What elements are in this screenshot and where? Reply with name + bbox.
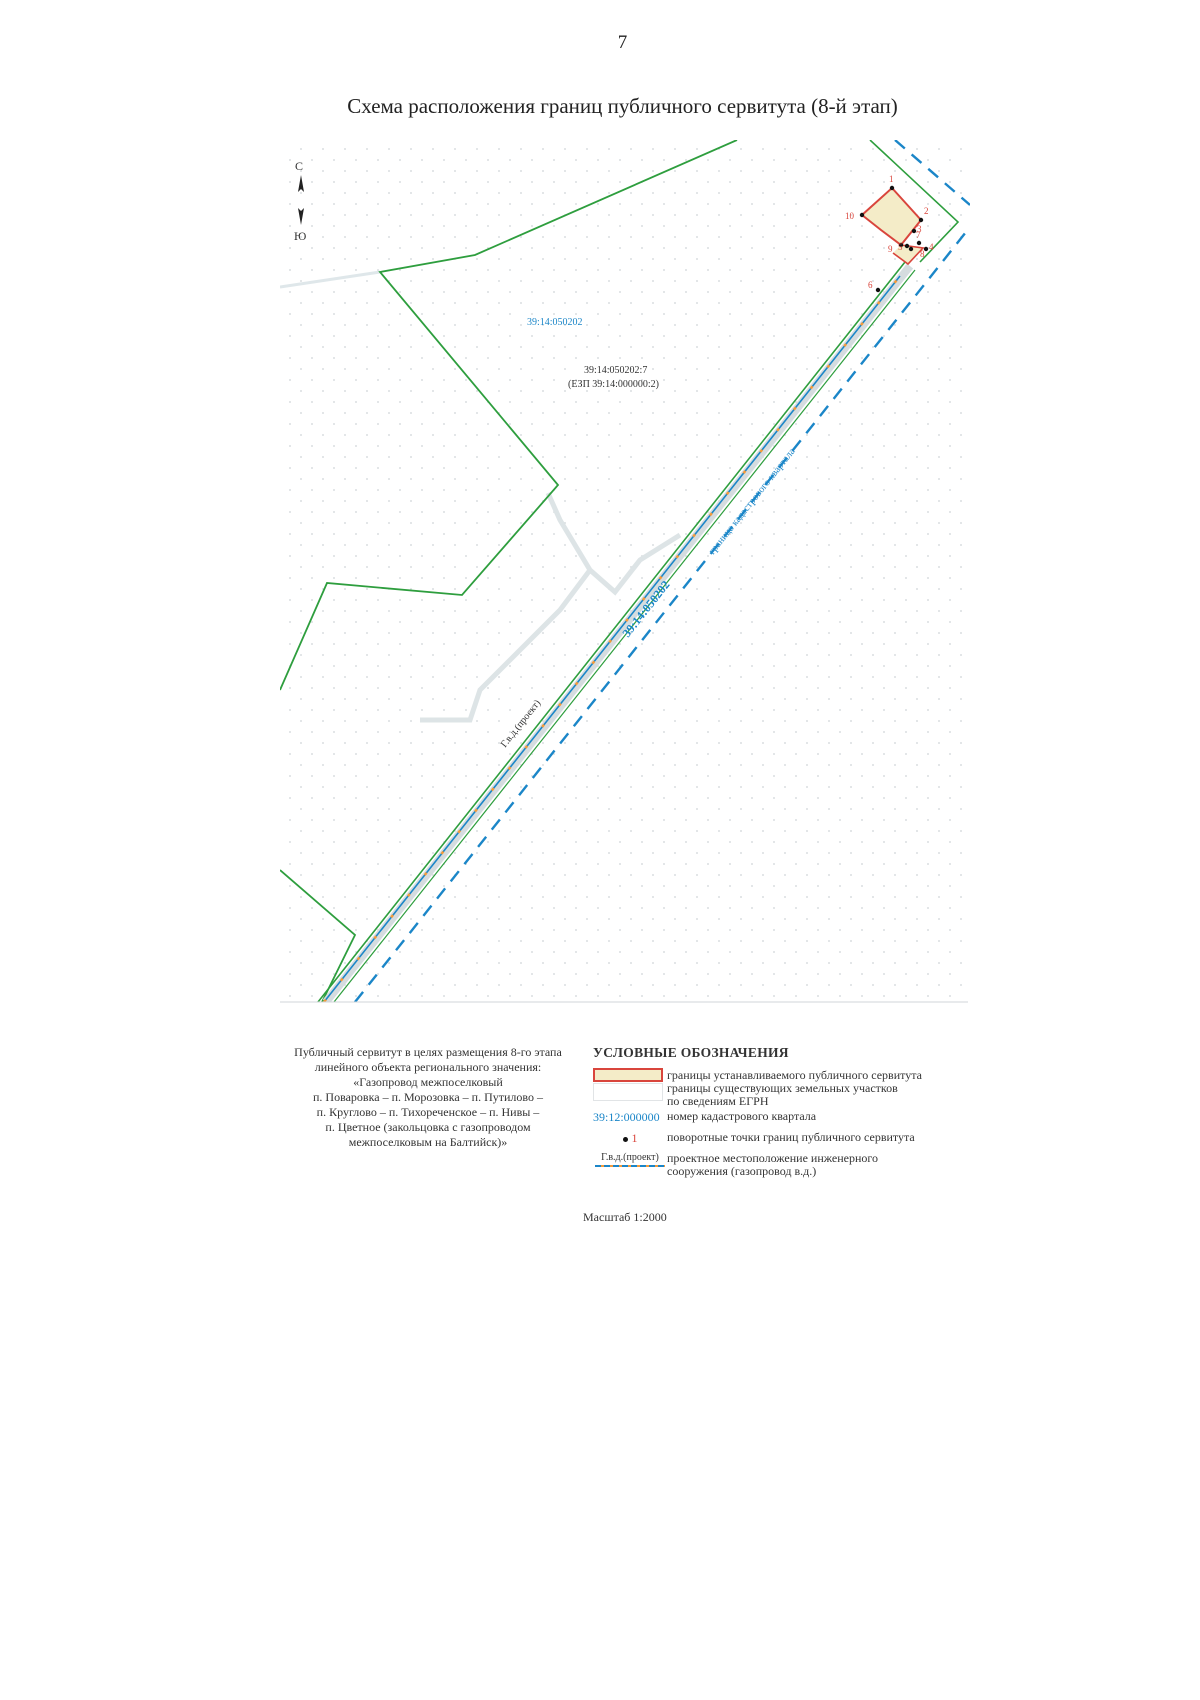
compass-rose: С Ю (294, 159, 306, 243)
parcel-sublabel: (ЕЗП 39:14:000000:2) (568, 379, 659, 390)
turning-point-label-10: 10 (845, 211, 855, 221)
turning-point-label-2: 2 (924, 206, 929, 216)
parcel-number-label: 39:14:050202:7 (584, 365, 647, 376)
legend-item-text: номер кадастрового квартала (667, 1109, 817, 1123)
legend-item-quarter: 39:12:000000 номер кадастрового квартала (593, 1110, 953, 1125)
turning-point-label-6: 6 (868, 280, 873, 290)
point-dot-icon (622, 1136, 628, 1142)
legend-item-text-2: сооружения (газопровод в.д.) (667, 1164, 817, 1178)
legend-item-text: границы существующих земельных участков (667, 1081, 898, 1095)
turning-point-symbol-number: 1 (631, 1131, 638, 1145)
turning-point-4 (923, 246, 929, 252)
turning-point-label-5: 5 (898, 242, 903, 252)
legend-item-text-2: по сведениям ЕГРН (667, 1094, 769, 1108)
parcel-boundary-symbol (593, 1083, 663, 1101)
servitude-area (860, 186, 923, 247)
quarter-number-label: 39:14:050202 (527, 317, 583, 328)
quarter-boundary-top (894, 140, 970, 206)
turning-point-3 (911, 228, 917, 234)
turning-point-8 (904, 243, 910, 249)
caption-line: п. Круглово – п. Тихореченское – п. Нивы… (316, 1105, 540, 1119)
caption-line: «Газопровод межпоселковый (353, 1075, 503, 1089)
parcel-boundary-lower (280, 869, 357, 1002)
field-track (420, 491, 682, 723)
south-arrow-icon (298, 208, 304, 225)
turning-point-7 (916, 240, 922, 246)
compass-north-label: С (295, 159, 303, 173)
pipeline-axis (323, 275, 901, 1002)
pipeline-symbol: Г.в.д.(проект) (593, 1152, 667, 1167)
turning-point-label-7: 7 (916, 230, 921, 240)
turning-point-label-9: 9 (888, 244, 893, 254)
parcel-boundary (280, 140, 738, 691)
servitude-boundary-symbol (593, 1068, 663, 1082)
turning-point-label-4: 4 (929, 242, 934, 252)
page-number: 7 (617, 32, 628, 53)
servitude-strip (892, 244, 925, 266)
turning-point-labels: 1 2 3 4 5 6 7 8 9 10 (845, 174, 934, 290)
caption-line: п. Поваровка – п. Морозовка – п. Путилов… (313, 1090, 543, 1104)
quarter-number-symbol: 39:12:000000 (593, 1110, 660, 1124)
legend-item-text: границы устанавливаемого публичного серв… (667, 1068, 922, 1082)
document-title: Схема расположения границ публичного сер… (347, 94, 898, 118)
turning-point-5 (908, 246, 914, 252)
north-arrow-icon (298, 175, 304, 192)
map-scale: Масштаб 1:2000 (583, 1210, 667, 1224)
road-line (280, 270, 381, 289)
pipeline-corridor-left (317, 261, 906, 1002)
turning-point-symbol: 1 (593, 1131, 667, 1146)
pipeline-dash-icon (595, 1165, 665, 1167)
compass-south-label: Ю (294, 229, 306, 243)
legend-item-parcel: границы существующих земельных участков … (593, 1082, 953, 1108)
caption-line: линейного объекта регионального значения… (314, 1060, 542, 1074)
legend-item-pipeline: Г.в.д.(проект) проектное местоположение … (593, 1152, 953, 1178)
turning-point-6 (875, 287, 881, 293)
legend-item-turning-point: 1 поворотные точки границ публичного сер… (593, 1131, 953, 1146)
turning-point-2 (918, 217, 924, 223)
legend-item-text: поворотные точки границ публичного серви… (667, 1130, 915, 1144)
legend-item-text: проектное местоположение инженерного (667, 1151, 879, 1165)
parcel-boundary-top-right (869, 140, 960, 263)
turning-point-label-3: 3 (917, 224, 922, 234)
turning-point-10 (859, 212, 865, 218)
turning-point-9 (898, 242, 904, 248)
turning-point-label-1: 1 (889, 174, 894, 184)
servitude-caption: Публичный сервитут в целях размещения 8-… (278, 1045, 578, 1150)
turning-point-label-8: 8 (920, 249, 925, 259)
pipeline-symbol-label: Г.в.д.(проект) (601, 1152, 659, 1163)
map-legend: УСЛОВНЫЕ ОБОЗНАЧЕНИЯ границы устанавлива… (593, 1045, 953, 1178)
quarter-boundary (354, 226, 970, 1002)
pipeline-corridor-fill (322, 263, 914, 1002)
caption-line: п. Цветное (закольцовка с газопроводом (325, 1120, 531, 1134)
turning-point-1 (889, 185, 895, 191)
caption-line: межпоселковым на Балтийск)» (348, 1135, 508, 1149)
turning-points (859, 185, 929, 293)
legend-item-servitude: границы устанавливаемого публичного серв… (593, 1065, 953, 1082)
caption-line: Публичный сервитут в целях размещения 8-… (294, 1045, 562, 1059)
pipeline-corridor-right (333, 269, 916, 1002)
map-background (280, 140, 970, 1002)
legend-title: УСЛОВНЫЕ ОБОЗНАЧЕНИЯ (593, 1045, 789, 1060)
